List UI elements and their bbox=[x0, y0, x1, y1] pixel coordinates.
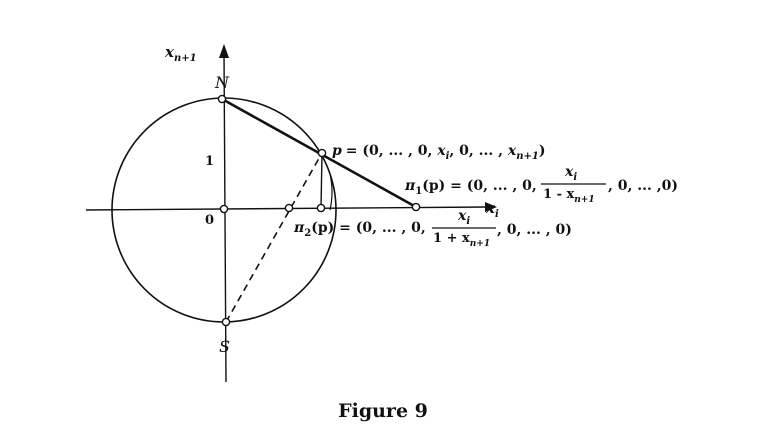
label-pi2-denominator: 1 + xn+1 bbox=[433, 231, 490, 249]
point-pi2 bbox=[284, 203, 294, 213]
point-origin bbox=[219, 204, 229, 214]
drop-line bbox=[320, 153, 323, 209]
tick-origin: 0 bbox=[205, 213, 214, 228]
label-pi1-numerator: xi bbox=[564, 164, 577, 183]
projection-line-south bbox=[225, 152, 323, 323]
point-south bbox=[221, 317, 231, 327]
tick-one: 1 bbox=[205, 154, 214, 169]
vertical-axis bbox=[223, 51, 227, 383]
figure-caption: Figure 9 bbox=[338, 400, 428, 422]
horizontal-axis-arrowhead bbox=[485, 202, 497, 212]
point-north bbox=[217, 94, 227, 104]
label-pi2-numerator: xi bbox=[457, 208, 470, 227]
label-pi1-tail: , 0, ... ,0) bbox=[608, 178, 678, 194]
label-pi1-denominator: 1 - xn+1 bbox=[543, 187, 595, 205]
vertical-axis-arrowhead bbox=[219, 44, 229, 58]
label-south: S bbox=[219, 337, 230, 356]
vertical-axis-label: xn+1 bbox=[164, 43, 197, 64]
point-foot bbox=[316, 203, 326, 213]
label-pi2-lhs: π2(p) = (0, ... , 0, bbox=[293, 220, 426, 239]
point-p bbox=[317, 148, 327, 158]
point-pi1 bbox=[411, 202, 421, 212]
horizontal-axis-label: xi bbox=[485, 199, 499, 220]
angle-arc bbox=[329, 173, 333, 211]
label-north: N bbox=[214, 73, 230, 92]
label-pi2-tail: , 0, ... , 0) bbox=[497, 222, 572, 238]
label-pi1-lhs: π1(p) = (0, ... , 0, bbox=[404, 178, 537, 197]
label-p-definition: p= (0, ... , 0, xi, 0, ... , xn+1) bbox=[332, 143, 546, 162]
